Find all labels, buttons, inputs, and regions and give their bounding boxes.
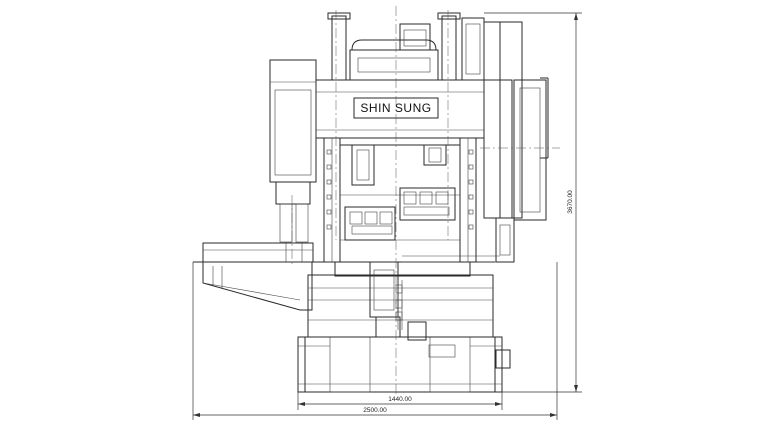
- flywheel-side: [483, 21, 549, 263]
- dimension-2500: 2500.00: [363, 407, 387, 414]
- dimension-1440: 1440.00: [388, 396, 412, 403]
- die-area: [369, 255, 511, 369]
- left-motor-unit: [269, 59, 317, 262]
- machine-base: [297, 336, 503, 393]
- dimension-lines: [192, 12, 582, 420]
- dimension-3670: 3670.00: [567, 190, 574, 214]
- feed-table: [193, 242, 320, 311]
- center-lines: [291, 6, 560, 395]
- top-assembly: [327, 12, 501, 81]
- bolster-frame: [307, 261, 495, 338]
- nameplate-text: SHIN SUNG: [360, 101, 431, 115]
- main-frame: [315, 79, 485, 263]
